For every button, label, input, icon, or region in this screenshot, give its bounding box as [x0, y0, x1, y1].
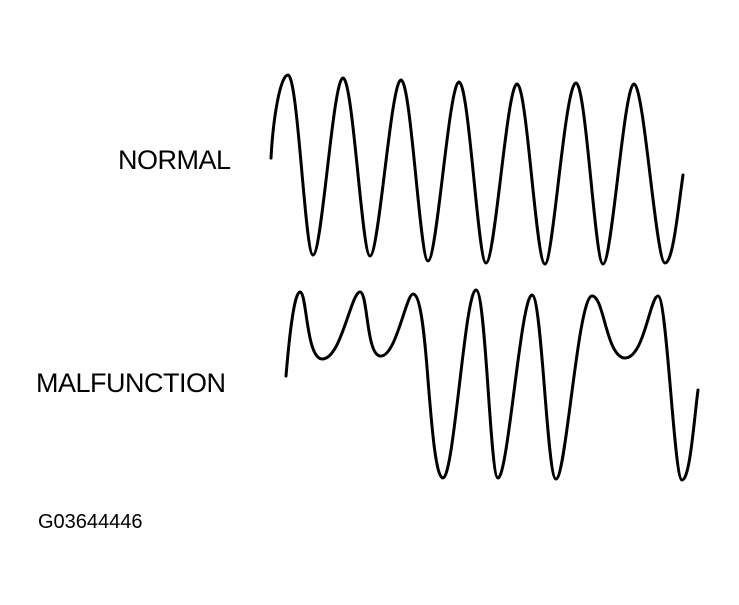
- malfunction-waveform: [284, 288, 700, 482]
- normal-label: NORMAL: [118, 145, 231, 175]
- normal-waveform: [269, 73, 685, 266]
- malfunction-label: MALFUNCTION: [36, 368, 226, 398]
- figure-id-label: G03644446: [38, 511, 143, 533]
